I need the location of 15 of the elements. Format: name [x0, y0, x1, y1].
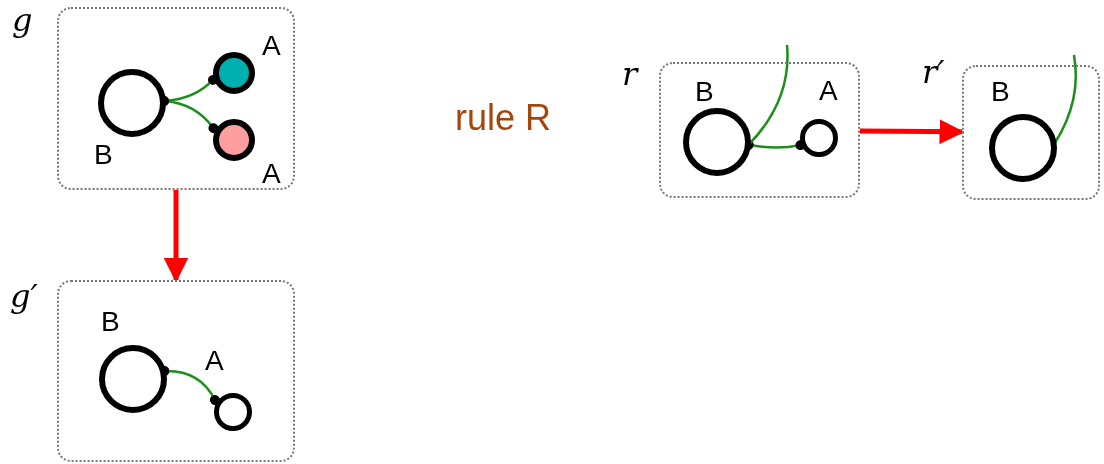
rule-label: rule R [455, 100, 552, 136]
node-label: B [991, 78, 1010, 106]
node-label: A [205, 347, 224, 375]
node-label: B [695, 78, 714, 106]
node-label: B [94, 141, 113, 169]
arrow [860, 119, 965, 145]
arrow [163, 190, 189, 283]
node-label: A [262, 160, 281, 188]
node-label: A [819, 77, 838, 105]
node-label: A [262, 32, 281, 60]
graph-name: g [12, 4, 33, 36]
graph-name: r′ [922, 56, 945, 88]
graph-name: r [622, 58, 638, 90]
graph-name: g′ [10, 280, 38, 312]
node-label: B [101, 308, 120, 336]
